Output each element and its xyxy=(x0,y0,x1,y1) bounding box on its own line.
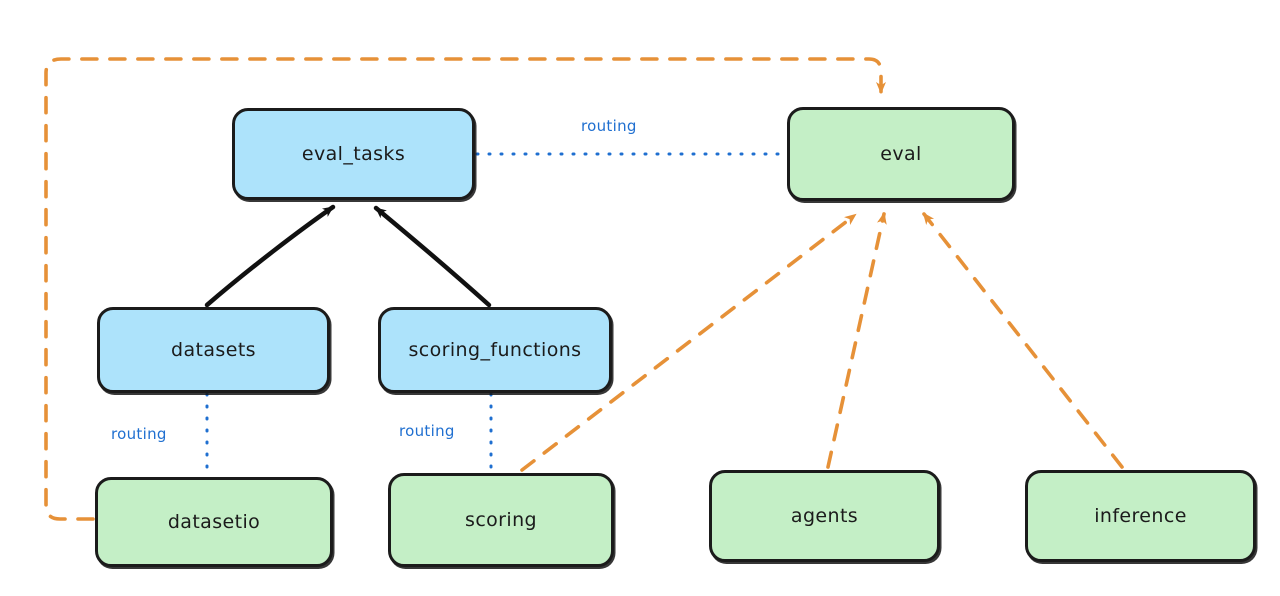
edge-label-routing-datasets-datasetio: routing xyxy=(111,425,167,443)
node-label-eval: eval xyxy=(880,143,922,165)
node-agents[interactable]: agents xyxy=(709,470,940,562)
node-label-agents: agents xyxy=(790,505,859,527)
node-label-scoring: scoring xyxy=(465,509,537,531)
dependency-edge-agents-eval xyxy=(826,212,887,469)
dependency-edge-inference-eval xyxy=(922,212,1124,469)
dependency-edge-datasetio-eval xyxy=(44,57,886,521)
dependency-edge-scoring-eval xyxy=(520,213,857,472)
node-inference[interactable]: inference xyxy=(1025,470,1256,562)
node-label-datasetio: datasetio xyxy=(167,511,261,533)
node-datasets[interactable]: datasets xyxy=(97,307,330,393)
node-label-inference: inference xyxy=(1094,505,1187,527)
node-label-datasets: datasets xyxy=(171,339,256,361)
solid-edge-datasets-eval-tasks xyxy=(204,204,336,308)
edge-label-routing-scoring-functions-scoring: routing xyxy=(399,422,455,440)
solid-edge-scoring-functions-eval-tasks xyxy=(373,205,492,308)
node-scoring[interactable]: scoring xyxy=(388,473,614,567)
node-label-eval-tasks: eval_tasks xyxy=(301,143,406,165)
node-datasetio[interactable]: datasetio xyxy=(95,477,333,567)
edge-label-routing-eval-tasks-eval: routing xyxy=(581,117,637,135)
node-label-scoring-functions: scoring_functions xyxy=(408,339,582,361)
node-scoring-functions[interactable]: scoring_functions xyxy=(378,307,612,393)
node-eval-tasks[interactable]: eval_tasks xyxy=(232,108,475,200)
node-eval[interactable]: eval xyxy=(787,107,1015,201)
